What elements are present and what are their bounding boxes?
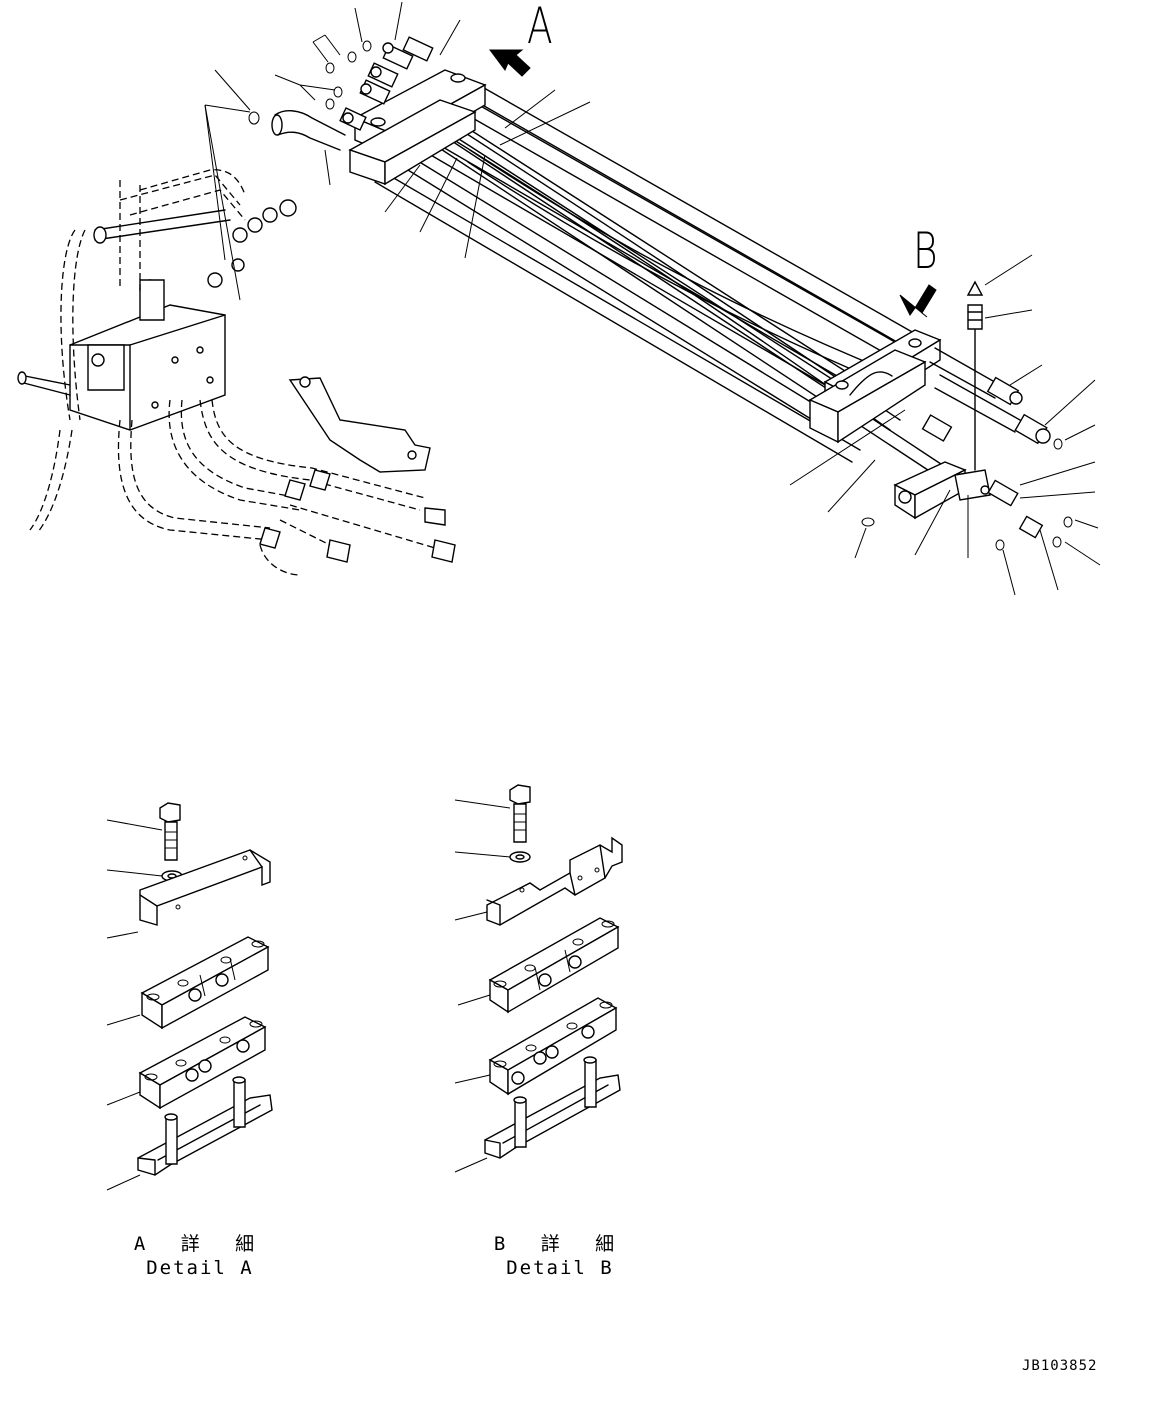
- view-label-b: B: [913, 222, 938, 280]
- leader-lines-top: [205, 2, 1100, 595]
- detail-b-caption: B 詳 細 Detail B: [460, 1232, 660, 1280]
- detail-a-caption-en: Detail A: [146, 1257, 254, 1279]
- detail-b-caption-jp: B 詳 細: [493, 1233, 627, 1255]
- detail-a-caption-jp: A 詳 細: [133, 1233, 267, 1255]
- detail-b-caption-en: Detail B: [506, 1257, 614, 1279]
- view-arrow-a: [490, 50, 530, 76]
- view-arrow-b: [900, 285, 936, 317]
- clamp-a-assembly: [272, 37, 485, 184]
- o-ring-markers: [249, 41, 1072, 550]
- view-label-a: A: [527, 0, 553, 55]
- clamp-b-assembly: [810, 282, 1050, 538]
- control-valve-assembly: [18, 170, 455, 575]
- drawing-code: JB103852: [1022, 1358, 1098, 1374]
- detail-a-caption: A 詳 細 Detail A: [100, 1232, 300, 1280]
- detail-a-exploded-view: [107, 803, 272, 1190]
- detail-b-exploded-view: [455, 785, 622, 1172]
